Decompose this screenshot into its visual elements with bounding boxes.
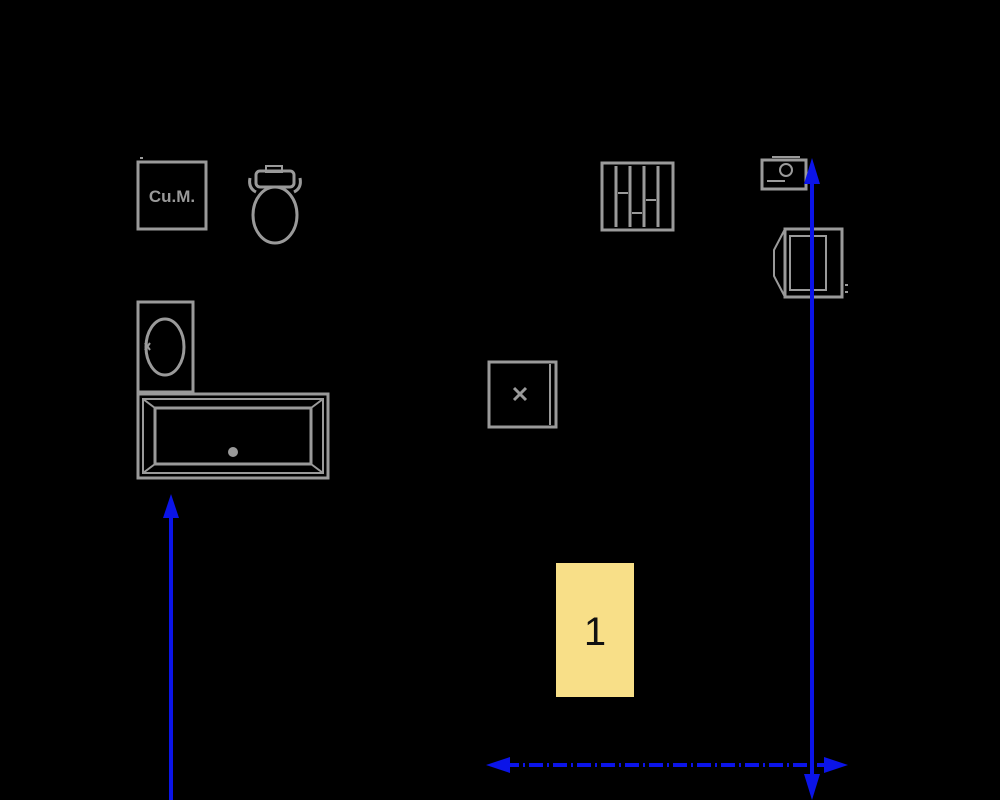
dimension-line-left xyxy=(163,494,179,800)
sink-icon xyxy=(136,300,195,394)
floor-drain-icon xyxy=(487,360,558,429)
arrowhead-right-icon xyxy=(824,757,848,773)
arrowhead-left-icon xyxy=(486,757,510,773)
toilet-icon xyxy=(248,165,302,245)
arrowhead-up-icon xyxy=(804,158,820,184)
washer-label: Cu.M. xyxy=(149,187,195,206)
arrowhead-up-icon xyxy=(163,494,179,518)
bathtub-icon xyxy=(136,392,330,480)
radiator-icon xyxy=(600,161,675,232)
washing-machine-icon: Cu.M. xyxy=(136,157,208,231)
room-tag: 1 xyxy=(556,563,634,697)
arrowhead-down-icon xyxy=(804,774,820,800)
boiler-icon xyxy=(760,156,808,191)
room-number: 1 xyxy=(584,610,606,654)
dimension-line-right xyxy=(804,158,820,800)
dimension-line-bottom xyxy=(486,757,848,773)
